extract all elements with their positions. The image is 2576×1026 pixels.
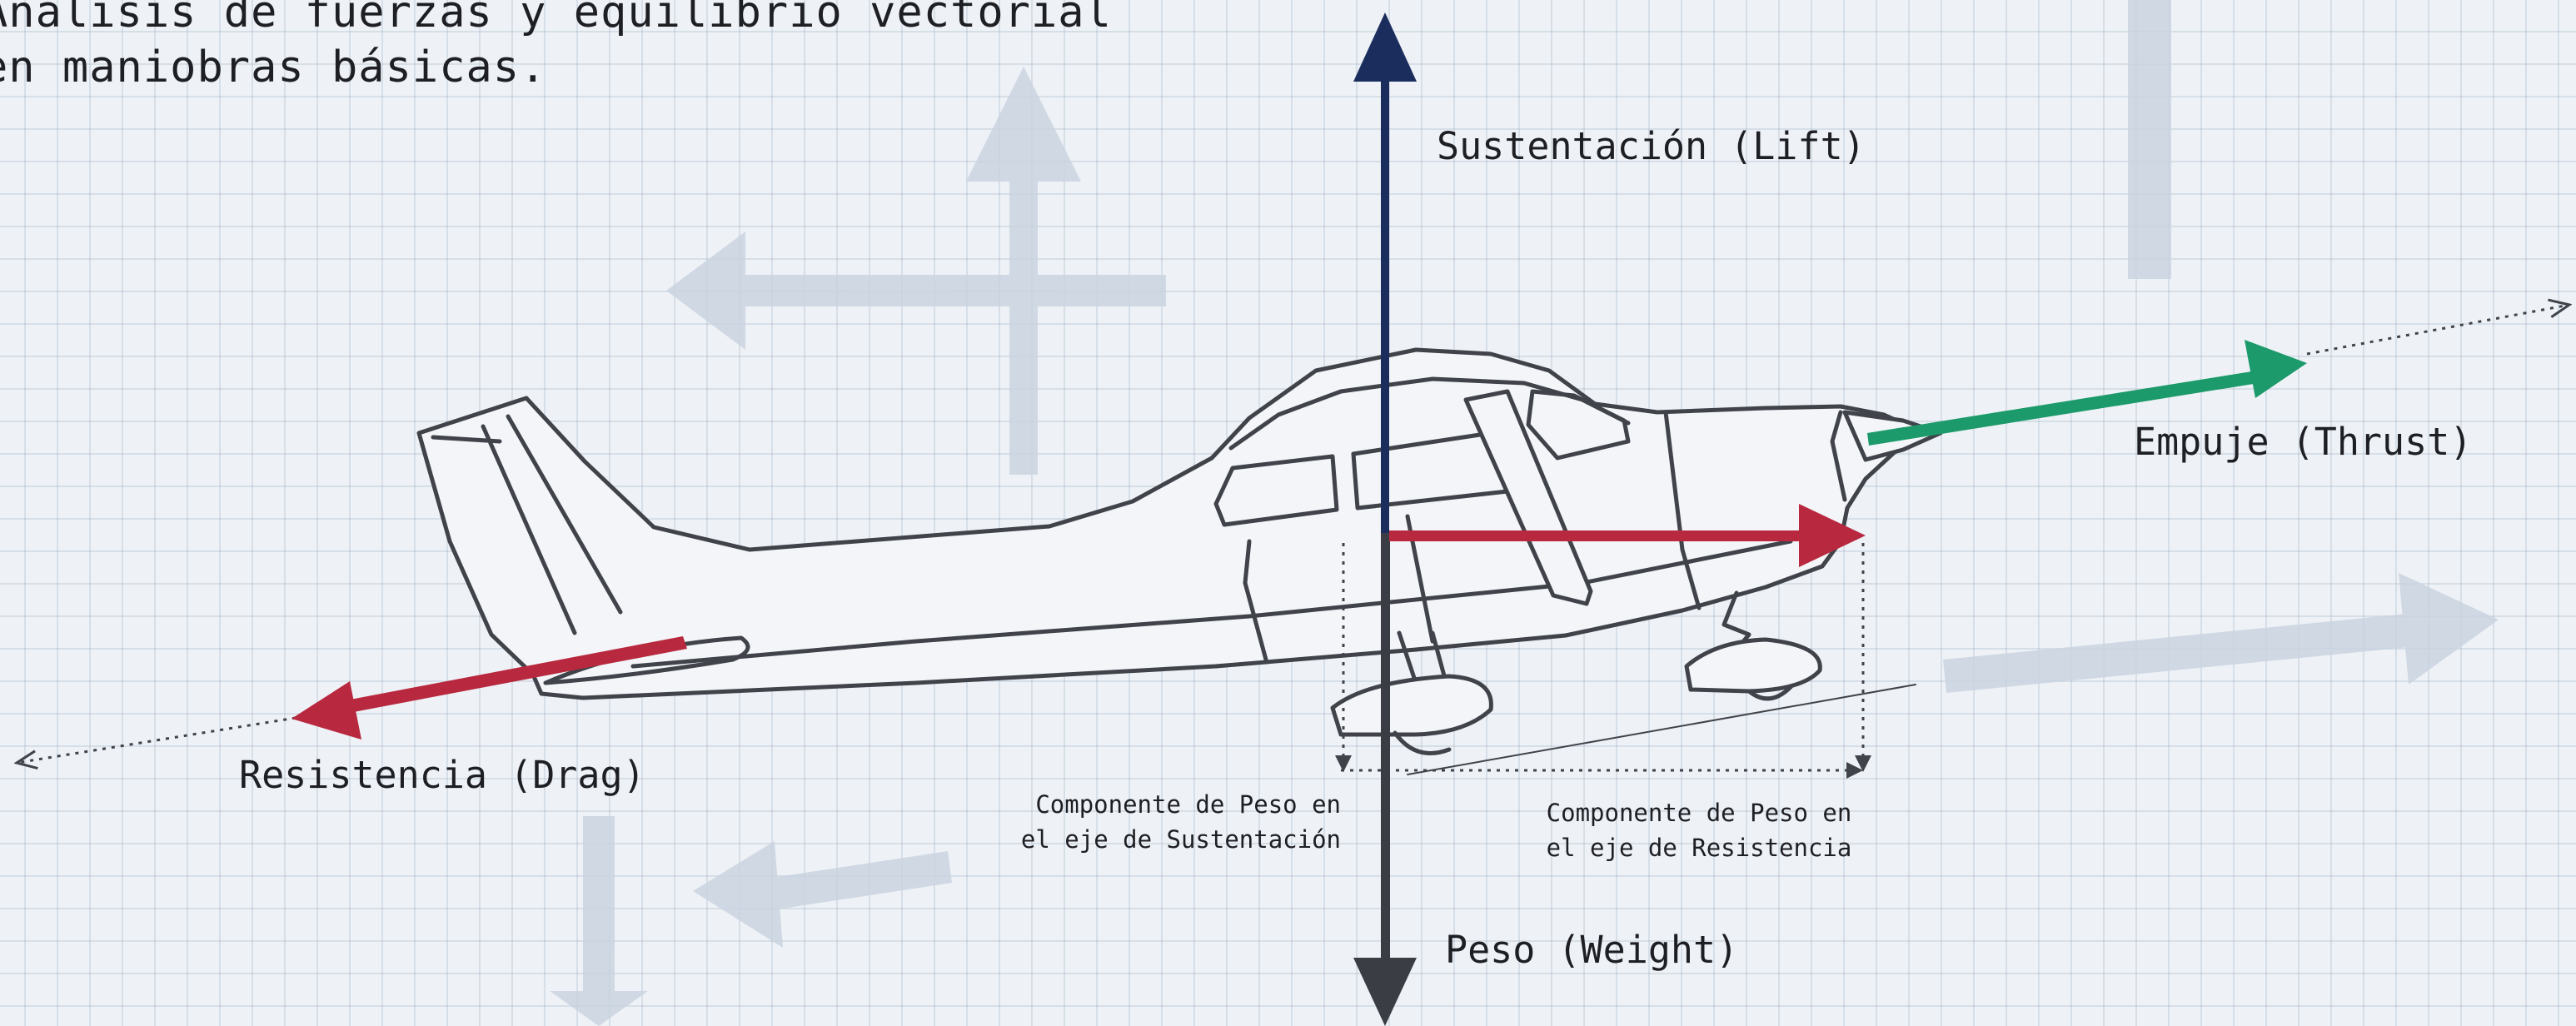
ground-line <box>1407 684 1916 775</box>
background-arrows <box>550 0 2499 1026</box>
lift-axis-label-line-1: Componente de Peso en <box>1035 790 1341 819</box>
lift-vector <box>1353 12 1417 550</box>
title-line-2: en maniobras básicas. <box>0 42 547 92</box>
side-window-1 <box>1213 454 1339 527</box>
main-wheel-fairing <box>1330 674 1493 737</box>
horizontal-weight-component-vector <box>1389 504 1866 567</box>
bg-arrow-left <box>666 232 1166 350</box>
thrust-label: Empuje (Thrust) <box>2134 420 2473 464</box>
front-window <box>1526 389 1631 461</box>
nose-wheel <box>1746 685 1793 701</box>
bg-arrow-up <box>966 67 1081 475</box>
weight-label: Peso (Weight) <box>1445 928 1739 972</box>
bg-vertical-bar <box>2128 0 2171 279</box>
cessna-aircraft <box>416 347 1943 775</box>
drag-axis-label-line-2: el eje de Resistencia <box>1546 834 1852 862</box>
bg-arrow-right <box>1943 573 2499 693</box>
lift-axis-label-line-2: el eje de Sustentación <box>1020 825 1341 854</box>
wing-strut <box>1463 389 1593 606</box>
main-wheel <box>1393 730 1452 755</box>
drag-axis-label-line-1: Componente de Peso en <box>1546 799 1852 827</box>
weight-component-drag-axis-label: Componente de Peso en el eje de Resisten… <box>1524 795 1874 865</box>
thrust-axis-extension <box>2306 305 2569 356</box>
lift-label: Sustentación (Lift) <box>1437 124 1866 168</box>
cowling-line <box>1663 410 1847 610</box>
drag-vector <box>291 636 687 740</box>
nose-wheel-fairing <box>1684 637 1822 694</box>
diagram-title: Análisis de fuerzas y equilibrio vectori… <box>0 0 1112 95</box>
weight-vector <box>1353 533 1417 1026</box>
tail-detail <box>431 414 623 635</box>
thrust-vector <box>1867 340 2307 446</box>
drag-axis-extension <box>17 716 296 763</box>
belly-line <box>630 539 1793 669</box>
title-line-1: Análisis de fuerzas y equilibrio vectori… <box>0 0 1112 37</box>
main-gear-leg <box>1397 630 1447 685</box>
bg-arrow-down <box>550 816 648 1026</box>
weight-component-lift-axis-label: Componente de Peso en el eje de Sustenta… <box>949 787 1341 857</box>
force-vectors <box>291 12 2307 1026</box>
bg-arrow-left-small <box>693 841 952 948</box>
component-guides <box>1335 543 1871 779</box>
drag-label: Resistencia (Drag) <box>239 753 645 797</box>
